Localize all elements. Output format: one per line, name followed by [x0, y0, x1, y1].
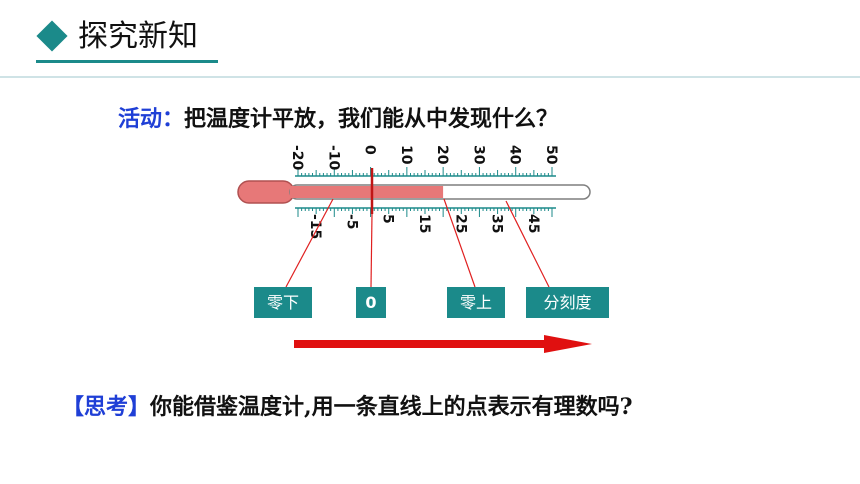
think-text: 你能借鉴温度计,用一条直线上的点表示有理数吗?	[150, 394, 633, 420]
scale-label-top: 40	[507, 145, 523, 165]
scale-label-top: 50	[543, 145, 559, 165]
scale-label-bottom: 5	[380, 214, 396, 224]
scale-bottom-labels: -15 -5 5 15 25 35 45	[307, 214, 541, 239]
page-header: 探究新知	[0, 0, 860, 80]
title-underline	[36, 60, 218, 63]
scale-label-top: 20	[434, 145, 450, 165]
direction-arrow	[294, 335, 592, 353]
think-question: 【思考】你能借鉴温度计,用一条直线上的点表示有理数吗?	[62, 391, 633, 423]
scale-label-top: -10	[325, 145, 341, 171]
page-title: 探究新知	[78, 19, 198, 54]
pointer-below-zero	[285, 198, 334, 288]
tag-above-zero: 零上	[447, 287, 505, 318]
scale-label-bottom: 15	[416, 214, 432, 233]
activity-text: 把温度计平放，我们能从中发现什么？	[184, 106, 559, 132]
scale-top-labels: -20 -10 0 10 20 30 40 50	[289, 145, 559, 171]
scale-label-top: -20	[289, 145, 305, 171]
thermometer-bulb	[237, 180, 295, 204]
scale-label-top: 10	[398, 145, 414, 165]
pointer-zero	[370, 213, 373, 288]
activity-label: 活动：	[118, 106, 185, 132]
tag-below-zero: 零下	[254, 287, 312, 318]
pointer-above-zero	[443, 198, 476, 288]
scale-label-bottom: 45	[525, 214, 541, 233]
activity-prompt: 活动：把温度计平放，我们能从中发现什么？	[118, 103, 558, 135]
scale-ticks	[297, 167, 553, 217]
thermometer-liquid	[290, 186, 444, 198]
think-label: 【思考】	[62, 394, 151, 420]
scale-label-bottom: 35	[489, 214, 505, 233]
tag-zero: 0	[356, 287, 386, 318]
scale-label-top: 0	[362, 145, 378, 155]
tag-division: 分刻度	[526, 287, 609, 318]
pointer-division	[505, 200, 550, 288]
scale-label-bottom: -5	[343, 214, 359, 230]
header-divider	[0, 76, 860, 78]
scale-label-bottom: 25	[452, 214, 468, 233]
scale-label-bottom: -15	[307, 214, 323, 239]
scale-label-top: 30	[470, 145, 486, 165]
